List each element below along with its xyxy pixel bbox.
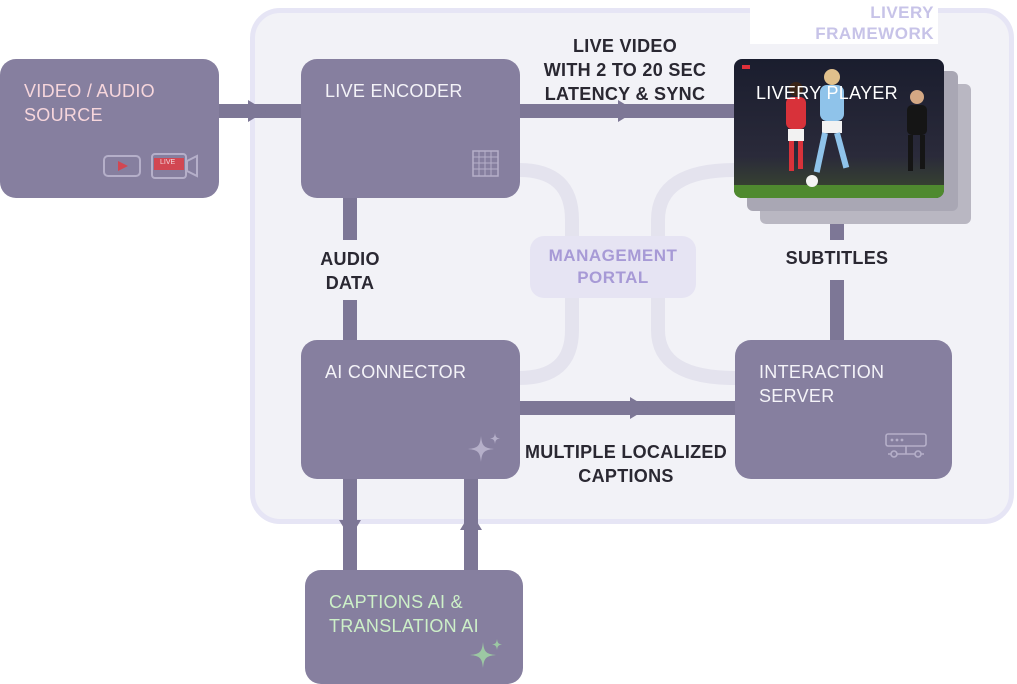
source-label-line2: SOURCE [24, 105, 103, 125]
encoder-grid-icon [472, 150, 499, 177]
management-portal-node: MANAGEMENT PORTAL [530, 236, 696, 298]
server-label-line2: SERVER [759, 386, 835, 406]
portal-label-line1: MANAGEMENT [548, 246, 678, 265]
captions-label: MULTIPLE LOCALIZED CAPTIONS [516, 440, 736, 488]
sparkle-icon [468, 433, 500, 462]
subtitles-text: SUBTITLES [785, 248, 889, 268]
livery-player-node: LIVERY PLAYER [734, 59, 944, 198]
live-video-label: LIVE VIDEO WITH 2 TO 20 SEC LATENCY & SY… [520, 34, 730, 106]
portal-label-line2: PORTAL [577, 268, 649, 287]
live-encoder-node: LIVE ENCODER [301, 59, 520, 198]
arrowhead-captions-connector [460, 512, 482, 530]
live-video-line2: WITH 2 TO 20 SEC [543, 60, 707, 80]
video-audio-source-node: VIDEO / AUDIO SOURCE [0, 59, 219, 198]
encoder-label: LIVE ENCODER [325, 81, 463, 101]
framework-title-line1: LIVERY [870, 3, 934, 22]
audio-data-label: AUDIO DATA [300, 247, 400, 295]
captions-line1: MULTIPLE LOCALIZED [524, 442, 728, 462]
arrowhead-source-encoder [248, 100, 266, 122]
arrowhead-connector-server [630, 397, 648, 419]
server-icon [885, 433, 927, 458]
live-video-line1: LIVE VIDEO [572, 36, 678, 56]
captions-sparkle-icon [470, 639, 502, 668]
subtitles-label: SUBTITLES [772, 246, 902, 270]
arrowhead-encoder-player [618, 100, 636, 122]
captions-ai-label-line2: TRANSLATION AI [329, 616, 479, 636]
captions-ai-label-line1: CAPTIONS AI & [329, 592, 463, 612]
audio-data-line2: DATA [325, 273, 375, 293]
framework-title: LIVERY FRAMEWORK [750, 2, 938, 44]
audio-data-line1: AUDIO [320, 249, 380, 269]
captions-translation-ai-node: CAPTIONS AI & TRANSLATION AI [305, 570, 523, 684]
live-video-line3: LATENCY & SYNC [544, 84, 706, 104]
ai-connector-node: AI CONNECTOR [301, 340, 520, 479]
live-badge: LIVE [160, 159, 176, 166]
framework-title-line2: FRAMEWORK [815, 24, 934, 43]
football-match-image [734, 59, 944, 198]
player-label: LIVERY PLAYER [756, 83, 898, 103]
play-button-icon [103, 155, 141, 177]
source-icons [103, 153, 198, 179]
source-label-line1: VIDEO / AUDIO [24, 81, 155, 101]
server-label-line1: INTERACTION [759, 362, 885, 382]
live-camera-icon [151, 153, 198, 179]
arrowhead-connector-captions [339, 520, 361, 538]
captions-line2: CAPTIONS [578, 466, 674, 486]
ai-connector-label: AI CONNECTOR [325, 362, 467, 382]
